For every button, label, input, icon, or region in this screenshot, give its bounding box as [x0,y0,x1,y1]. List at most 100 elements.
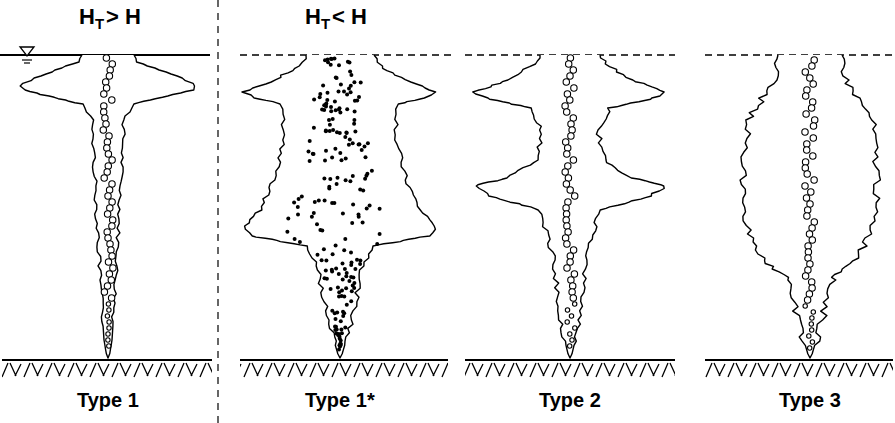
particle-dot [347,279,351,283]
particle-dot [370,169,374,173]
particle-dot [311,152,315,156]
particle-dot [324,258,328,262]
bubble [562,103,568,109]
bubble [809,237,815,243]
particle-dot [340,331,344,335]
particle-dot [339,319,343,323]
bubble [565,199,571,205]
particle-dot [360,148,364,152]
particle-dot [344,157,348,161]
type-label: Type 1* [305,389,375,412]
bubble [103,55,109,61]
bubble [809,285,815,291]
particle-dot [316,253,320,257]
particle-dot [308,159,312,163]
bubble [110,217,116,223]
bubble [564,265,570,271]
bubble [807,334,811,338]
bubble [805,267,811,273]
bubble [565,320,569,324]
particle-dot [352,122,356,126]
particle-dot [348,60,352,64]
bubble [565,229,571,235]
particle-dot [333,147,337,151]
particle-dot [349,263,353,267]
particle-dot [353,129,357,133]
bubble [810,123,816,129]
particle-dot [335,76,339,80]
bubble [102,115,108,121]
particle-dot [337,272,341,276]
bubble [810,340,814,344]
bubble [564,223,570,229]
particle-dot [338,337,342,341]
particle-dot [333,99,337,103]
particle-dot [357,142,361,146]
bubble [567,73,573,79]
bubble [804,147,810,153]
particle-dot [351,174,355,178]
bubble [105,151,111,157]
bubble [108,277,114,283]
particle-dot [343,237,347,241]
particle-dot [342,90,346,94]
bubble [808,346,812,350]
bubble [109,97,115,103]
particle-dot [298,240,302,244]
particle-dot [334,76,338,80]
bubble [101,103,107,109]
bubble [103,85,109,91]
bubble [108,295,114,301]
bubble [802,159,808,165]
particle-dot [345,303,349,307]
particle-dot [345,131,349,135]
particle-dot [353,110,357,114]
bubble [573,326,577,330]
bubble [101,109,107,115]
bubble [809,225,815,231]
bubble [107,241,113,247]
bubble [563,181,569,187]
bubble [105,163,111,169]
particle-dot [328,177,332,181]
particle-dot [350,221,354,225]
particle-dot [334,267,338,271]
bubble [109,157,115,163]
bubble [805,243,811,249]
particle-dot [344,286,348,290]
particle-dot [355,99,359,103]
particle-dot [345,93,349,97]
particle-dot [339,82,343,86]
particle-dot [308,139,312,143]
particle-dot [348,179,352,183]
particle-dot [312,98,316,102]
bubble [802,69,808,75]
particle-dot [336,286,340,290]
particle-dot [312,152,316,156]
bubble [570,247,576,253]
particle-dot [323,199,327,203]
bubble [109,61,115,67]
bubble [568,121,574,127]
particle-dot [351,141,355,145]
plume-outline [740,55,880,358]
particle-dot [330,268,334,272]
water-level-symbol [20,47,34,56]
particle-dot [333,311,337,315]
particle-dot [330,57,334,61]
particle-dot [365,207,369,211]
water-level-symbol [24,62,30,63]
particle-dot [334,317,338,321]
bubble [103,121,109,127]
bubble [804,213,810,219]
particle-dot [344,131,348,135]
particle-dot [317,198,321,202]
bubble [810,99,816,105]
particle-dot [329,109,333,113]
particle-dot [350,289,354,293]
particle-dot [355,258,359,262]
bubble [569,127,575,133]
bubble [809,63,815,69]
bubble [563,217,569,223]
bubble [803,195,809,201]
